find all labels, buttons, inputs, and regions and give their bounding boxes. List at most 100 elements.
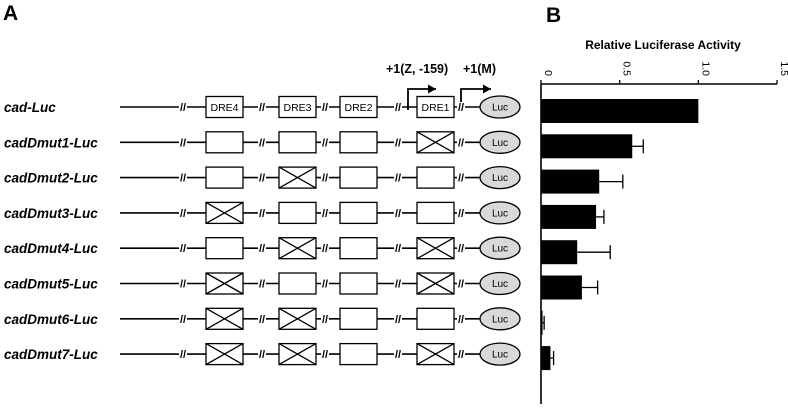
dre-box <box>339 237 378 260</box>
break-gap <box>457 102 465 112</box>
luc-label: Luc <box>492 103 508 114</box>
tss-arrow-z <box>407 88 436 110</box>
break-mark: // <box>259 173 265 185</box>
break-mark: // <box>458 208 464 220</box>
break-mark: // <box>322 102 328 114</box>
break-gap <box>179 278 187 289</box>
mutation-cross <box>205 307 244 330</box>
break-mark: // <box>180 243 186 255</box>
mutation-cross <box>278 166 317 189</box>
construct-name: cadDmut5-Luc <box>4 277 98 292</box>
construct-row: cadDmut6-Luc // // // // // Luc <box>4 307 521 331</box>
break-gap <box>457 137 465 148</box>
mutation-cross <box>205 201 244 224</box>
dre-box <box>416 307 455 330</box>
dre-box <box>339 201 378 225</box>
break-mark: // <box>180 279 186 291</box>
break-gap <box>179 102 187 112</box>
break-mark: // <box>180 314 186 326</box>
break-mark: // <box>259 243 265 255</box>
break-gap <box>457 313 465 324</box>
break-gap <box>321 137 329 148</box>
construct-name: cadDmut1-Luc <box>4 135 98 150</box>
dre-box <box>339 272 378 295</box>
bar <box>541 169 600 194</box>
dre-box <box>205 131 244 154</box>
construct-row: cadDmut4-Luc//////////Luc <box>4 236 521 260</box>
break-gap <box>394 137 402 148</box>
break-mark: // <box>180 137 186 149</box>
luc-label: Luc <box>492 314 508 325</box>
dre-label: DRE2 <box>344 102 372 114</box>
break-mark: // <box>322 243 328 255</box>
luciferase-reporter <box>479 271 521 296</box>
break-gap <box>258 102 266 112</box>
break-gap <box>179 172 187 183</box>
mutation-cross <box>416 343 455 366</box>
break-gap <box>258 172 266 183</box>
luc-label: Luc <box>492 138 508 149</box>
construct-row: cadDmut2-Luc//////////Luc <box>4 165 521 190</box>
break-gap <box>179 349 187 360</box>
break-mark: // <box>259 102 265 114</box>
dre-box <box>205 237 244 260</box>
luc-label: Luc <box>492 244 508 255</box>
break-mark: // <box>458 279 464 291</box>
break-gap <box>179 137 187 148</box>
break-mark: // <box>180 102 186 114</box>
luciferase-reporter <box>479 95 521 119</box>
mutation-cross <box>416 272 455 295</box>
break-gap <box>258 207 266 218</box>
break-mark: // <box>259 314 265 326</box>
bar <box>541 99 699 123</box>
dre-box <box>205 95 244 119</box>
luc-label: Luc <box>492 208 508 219</box>
dre-box <box>416 95 455 119</box>
dre-label: DRE3 <box>283 102 311 114</box>
break-gap <box>321 207 329 218</box>
break-mark: // <box>395 314 401 326</box>
break-gap <box>179 207 187 218</box>
luc-label: Luc <box>492 173 508 184</box>
break-mark: // <box>458 349 464 361</box>
break-gap <box>179 243 187 254</box>
break-mark: // <box>322 314 328 326</box>
break-gap <box>258 137 266 148</box>
construct-row: cadDmut3-Luc//////////Luc <box>4 201 521 225</box>
break-gap <box>321 102 329 112</box>
construct-row: cadDmut1-Luc//////////Luc <box>4 130 521 154</box>
dre-box <box>339 342 378 366</box>
luciferase-reporter <box>479 342 521 366</box>
dre-box <box>339 307 378 330</box>
break-gap <box>394 207 402 218</box>
break-mark: // <box>395 279 401 291</box>
chart-title: Relative Luciferase Activity <box>585 38 741 52</box>
luc-label: Luc <box>492 279 508 290</box>
break-mark: // <box>395 173 401 185</box>
dre-box <box>416 201 455 225</box>
bar <box>541 240 578 265</box>
break-gap <box>394 172 402 183</box>
dre-box <box>205 166 244 189</box>
break-mark: // <box>322 279 328 291</box>
dre-box <box>339 95 378 119</box>
break-gap <box>457 207 465 218</box>
luc-label: Luc <box>492 350 508 361</box>
tss-label-z: +1(Z, -159) <box>386 62 448 76</box>
construct-name: cadDmut2-Luc <box>4 171 98 186</box>
break-gap <box>394 243 402 254</box>
x-tick-label: 1.5 <box>778 61 788 76</box>
mutation-cross <box>278 237 317 260</box>
break-mark: // <box>322 349 328 361</box>
break-mark: // <box>458 314 464 326</box>
construct-name: cadDmut6-Luc <box>4 312 98 327</box>
break-gap <box>457 349 465 360</box>
luciferase-reporter <box>479 236 521 260</box>
break-mark: // <box>259 208 265 220</box>
construct-name: cadDmut7-Luc <box>4 347 98 362</box>
dre-box <box>278 95 317 119</box>
mutation-cross <box>416 237 455 260</box>
break-mark: // <box>395 102 401 114</box>
